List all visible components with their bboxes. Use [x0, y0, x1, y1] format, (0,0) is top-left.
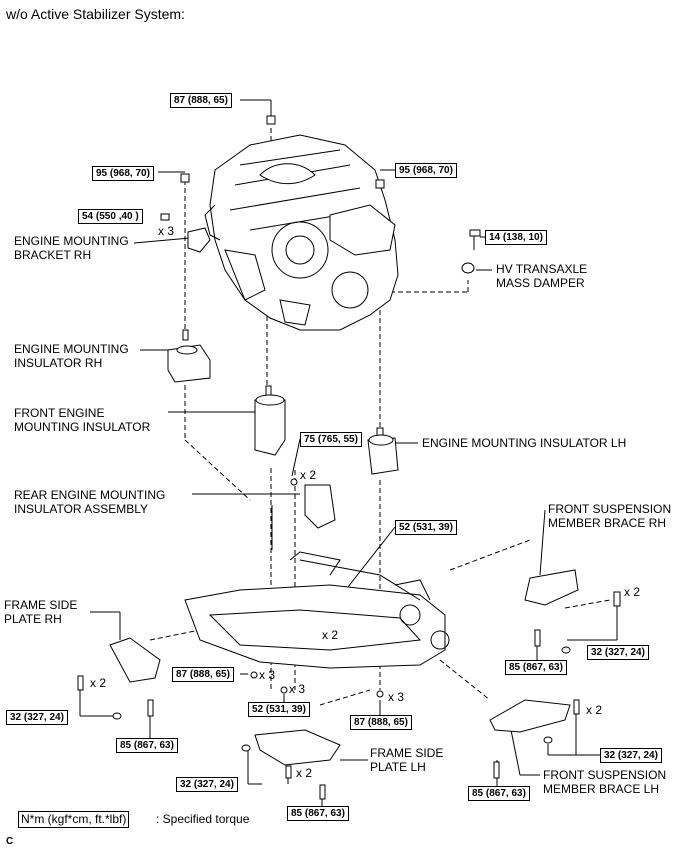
label-hv-transaxle-mass-damper: HV TRANSAXLE MASS DAMPER [496, 262, 588, 290]
fasteners [77, 115, 621, 800]
torque-right-nut: 95 (968, 70) [395, 163, 457, 178]
qty-frame-rh-bolts: x 2 [90, 676, 107, 690]
label-rear-engine-mounting-insulator: REAR ENGINE MOUNTING INSULATOR ASSEMBLY [14, 488, 166, 516]
torque-frame-rh-bolt: 32 (327, 24) [6, 710, 68, 725]
torque-mid-right: 87 (888, 65) [350, 715, 412, 730]
torque-mid-left: 87 (888, 65) [172, 667, 234, 682]
qty-mid-right-bolts: x 3 [388, 690, 405, 704]
leader-lines [79, 99, 618, 806]
qty-frame-lh-bolts: x 2 [296, 766, 313, 780]
page-title: w/o Active Stabilizer System: [6, 6, 185, 22]
label-engine-mounting-insulator-rh: ENGINE MOUNTING INSULATOR RH [14, 342, 129, 370]
alignment-lines [149, 128, 611, 706]
braces-plates [109, 569, 579, 766]
torque-brace-rh-bolt: 32 (327, 24) [587, 645, 649, 660]
qty-steering-bolts: x 2 [322, 628, 339, 642]
legend-description: : Specified torque [156, 812, 250, 826]
qty-mid-left-bolts: x 3 [259, 668, 276, 682]
label-engine-mounting-insulator-lh: ENGINE MOUNTING INSULATOR LH [422, 436, 627, 450]
torque-damper-bolt: 14 (138, 10) [485, 230, 547, 245]
torque-mid-bottom: 52 (531, 39) [248, 702, 310, 717]
qty-mid-bottom-bolts: x 3 [289, 682, 306, 696]
qty-insulator-lh-bolts: x 2 [300, 468, 317, 482]
torque-top-nut: 87 (888, 65) [170, 93, 232, 108]
label-engine-mounting-bracket-rh: ENGINE MOUNTING BRACKET RH [14, 234, 129, 262]
label-front-suspension-member-brace-lh: FRONT SUSPENSION MEMBER BRACE LH [543, 768, 667, 796]
torque-bracket-bolt: 54 (550 ,40 ) [78, 209, 143, 224]
mount-parts [167, 227, 399, 550]
label-frame-side-plate-rh: FRAME SIDE PLATE RH [4, 598, 78, 626]
torque-insulator-lh: 75 (765, 55) [300, 432, 362, 447]
torque-brace-lh-nut: 85 (867, 63) [468, 786, 530, 801]
figure-code: C [6, 836, 14, 847]
label-front-engine-mounting-insulator: FRONT ENGINE MOUNTING INSULATOR [14, 406, 151, 434]
torque-steering: 52 (531, 39) [395, 520, 457, 535]
qty-brace-lh-bolts: x 2 [586, 703, 603, 717]
torque-frame-lh-nut: 85 (867, 63) [287, 806, 349, 821]
torque-frame-rh-nut: 85 (867, 63) [116, 738, 178, 753]
qty-bracket-bolts: x 3 [158, 224, 175, 238]
torque-frame-lh-bolt: 32 (327, 24) [176, 777, 238, 792]
engine-assembly [204, 134, 399, 331]
torque-brace-rh-nut: 85 (867, 63) [505, 660, 567, 675]
suspension-member [184, 551, 450, 669]
qty-brace-rh-bolts: x 2 [624, 585, 641, 599]
torque-left-nut: 95 (968, 70) [92, 166, 154, 181]
torque-brace-lh-bolt: 32 (327, 24) [600, 748, 662, 763]
label-front-suspension-member-brace-rh: FRONT SUSPENSION MEMBER BRACE RH [548, 502, 672, 530]
label-frame-side-plate-lh: FRAME SIDE PLATE LH [370, 746, 444, 774]
legend-unit-box: N*m (kgf*cm, ft.*lbf) [18, 811, 130, 828]
